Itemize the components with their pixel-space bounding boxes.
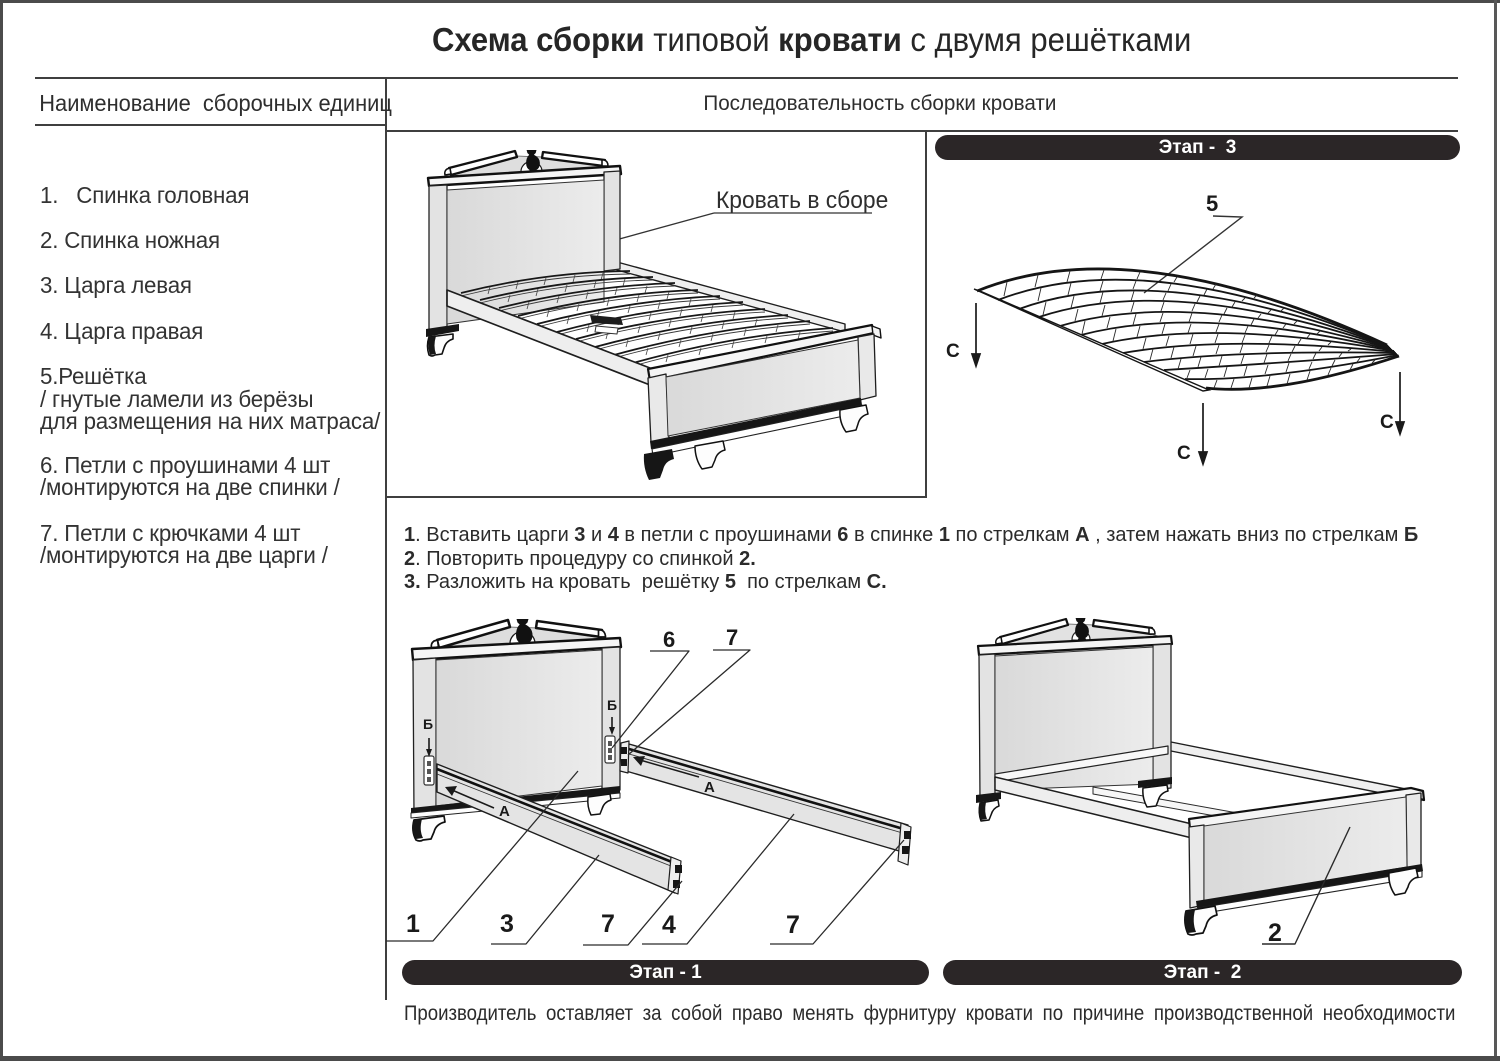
svg-text:4: 4 <box>662 911 676 939</box>
svg-text:С: С <box>1177 443 1191 464</box>
svg-text:7: 7 <box>726 625 738 650</box>
svg-text:5: 5 <box>1206 191 1218 216</box>
svg-text:С: С <box>1380 412 1394 433</box>
svg-text:3: 3 <box>500 910 514 938</box>
svg-text:2: 2 <box>1268 919 1282 947</box>
svg-text:6: 6 <box>663 627 675 652</box>
svg-text:Б: Б <box>423 716 433 732</box>
svg-text:7: 7 <box>786 911 800 939</box>
svg-text:1: 1 <box>406 910 420 938</box>
svg-text:7: 7 <box>601 910 615 938</box>
svg-text:С: С <box>946 341 960 362</box>
svg-text:А: А <box>704 779 715 796</box>
svg-text:Б: Б <box>607 697 617 713</box>
svg-text:А: А <box>499 803 510 820</box>
